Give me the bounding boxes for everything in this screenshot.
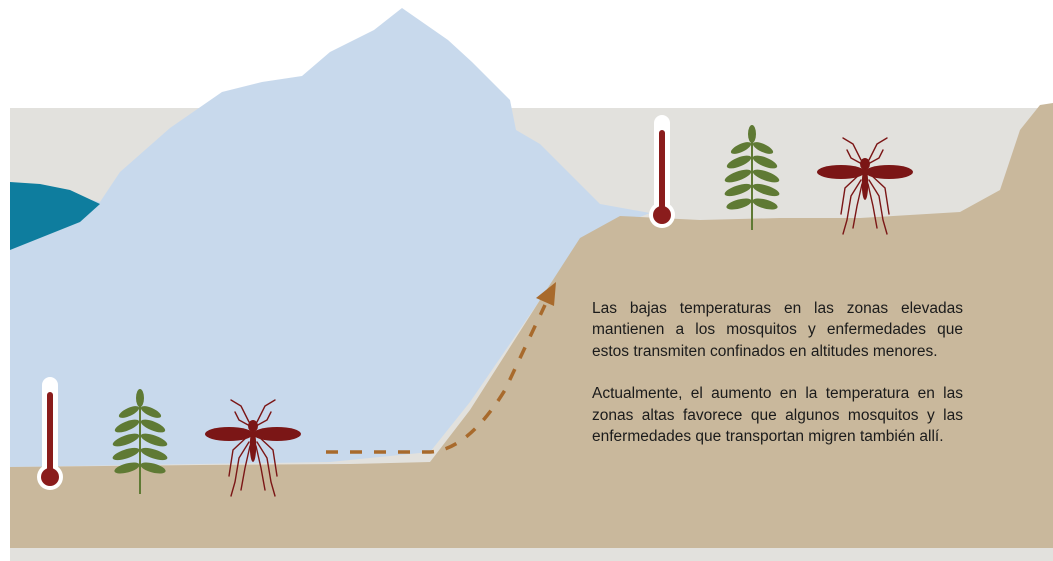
paragraph-rising-temperatures: Actualmente, el aumento en la temperatur… (592, 385, 963, 446)
ground (10, 103, 1053, 548)
explanation-text: Las bajas temperaturas en las zonas elev… (592, 298, 963, 468)
dashed-arrow-icon (326, 282, 556, 454)
paragraph-low-temperatures: Las bajas temperaturas en las zonas elev… (592, 300, 963, 360)
mountain (10, 8, 650, 467)
lake (10, 182, 100, 250)
